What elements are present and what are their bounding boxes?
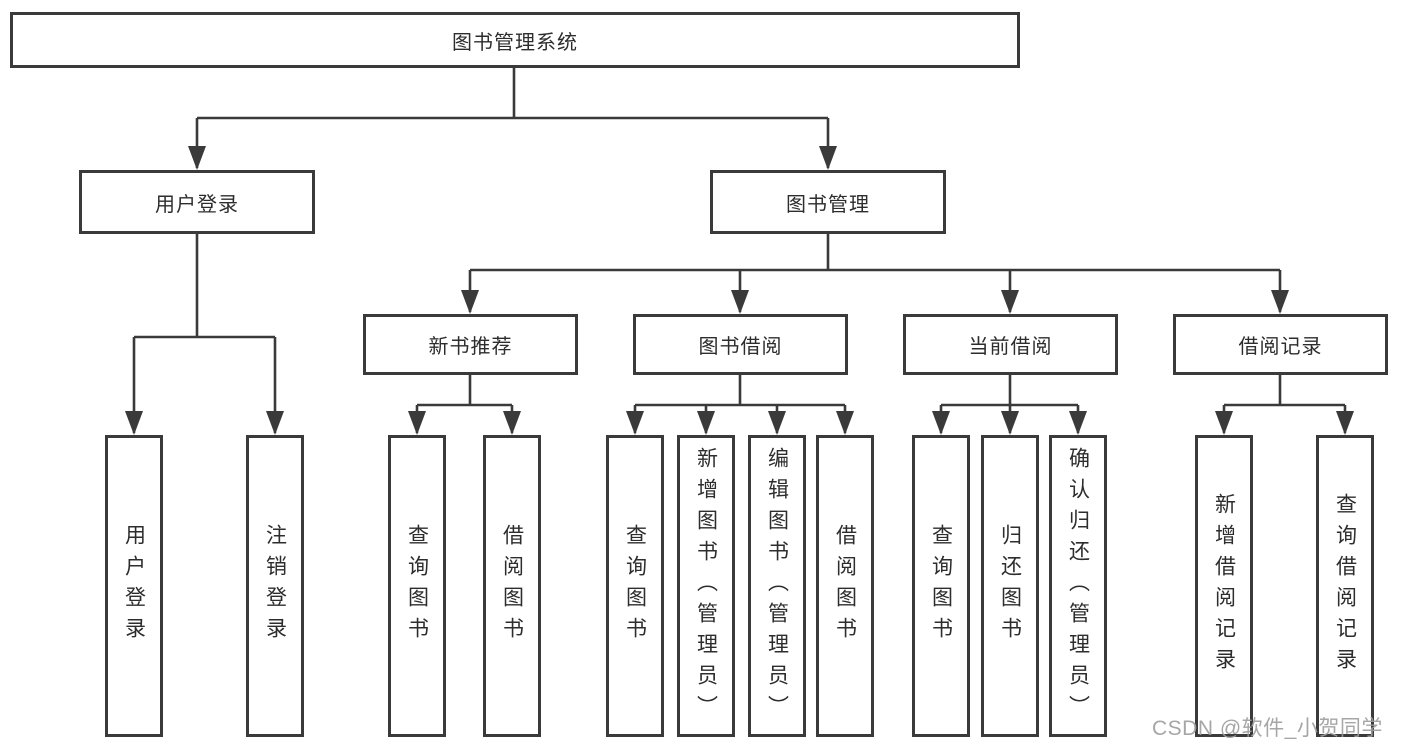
leaf-edit-books-admin: 编辑图书（管理员）	[748, 435, 806, 737]
node-label: 查询借阅记录	[1333, 493, 1357, 679]
leaf-logout: 注销登录	[246, 435, 304, 737]
node-label: 图书管理	[786, 193, 870, 216]
leaf-return-books: 归还图书	[981, 435, 1039, 737]
node-label: 图书管理系统	[452, 31, 578, 54]
node-book-management: 图书管理	[710, 170, 946, 234]
node-label: 确认归还（管理员）	[1066, 446, 1090, 726]
node-label: 借阅图书	[500, 524, 524, 648]
node-label: 查询图书	[405, 524, 429, 648]
leaf-add-borrow-record: 新增借阅记录	[1195, 435, 1253, 737]
node-label: 图书借阅	[698, 336, 783, 358]
leaf-add-books-admin: 新增图书（管理员）	[677, 435, 735, 737]
node-current-borrow: 当前借阅	[903, 314, 1118, 375]
node-book-borrow: 图书借阅	[633, 314, 848, 375]
node-label: 用户登录	[122, 524, 146, 648]
csdn-watermark: CSDN @软件_小贺同学	[1152, 717, 1383, 740]
node-new-book-recommend: 新书推荐	[363, 314, 578, 375]
node-label: 借阅记录	[1238, 336, 1323, 358]
node-label: 用户登录	[155, 193, 239, 216]
leaf-confirm-return-admin: 确认归还（管理员）	[1049, 435, 1107, 737]
node-label: 借阅图书	[833, 524, 857, 648]
leaf-borrow-books-recommend: 借阅图书	[483, 435, 541, 737]
leaf-query-books-current: 查询图书	[912, 435, 970, 737]
node-label: 新增图书（管理员）	[694, 446, 718, 726]
node-borrow-records: 借阅记录	[1173, 314, 1388, 375]
node-root-library-system: 图书管理系统	[10, 12, 1020, 68]
leaf-borrow-books: 借阅图书	[816, 435, 874, 737]
node-label: 归还图书	[998, 524, 1022, 648]
node-label: 注销登录	[263, 524, 287, 648]
leaf-query-books-recommend: 查询图书	[388, 435, 446, 737]
node-label: 查询图书	[929, 524, 953, 648]
leaf-query-books-borrow: 查询图书	[606, 435, 664, 737]
node-label: 当前借阅	[968, 336, 1053, 358]
node-label: 新增借阅记录	[1212, 493, 1236, 679]
node-user-login: 用户登录	[79, 170, 315, 234]
node-label: 查询图书	[623, 524, 647, 648]
node-label: 编辑图书（管理员）	[765, 446, 789, 726]
node-label: 新书推荐	[428, 336, 513, 358]
leaf-user-login: 用户登录	[105, 435, 163, 737]
leaf-query-borrow-record: 查询借阅记录	[1316, 435, 1374, 737]
arrowhead-icons	[125, 146, 1354, 435]
